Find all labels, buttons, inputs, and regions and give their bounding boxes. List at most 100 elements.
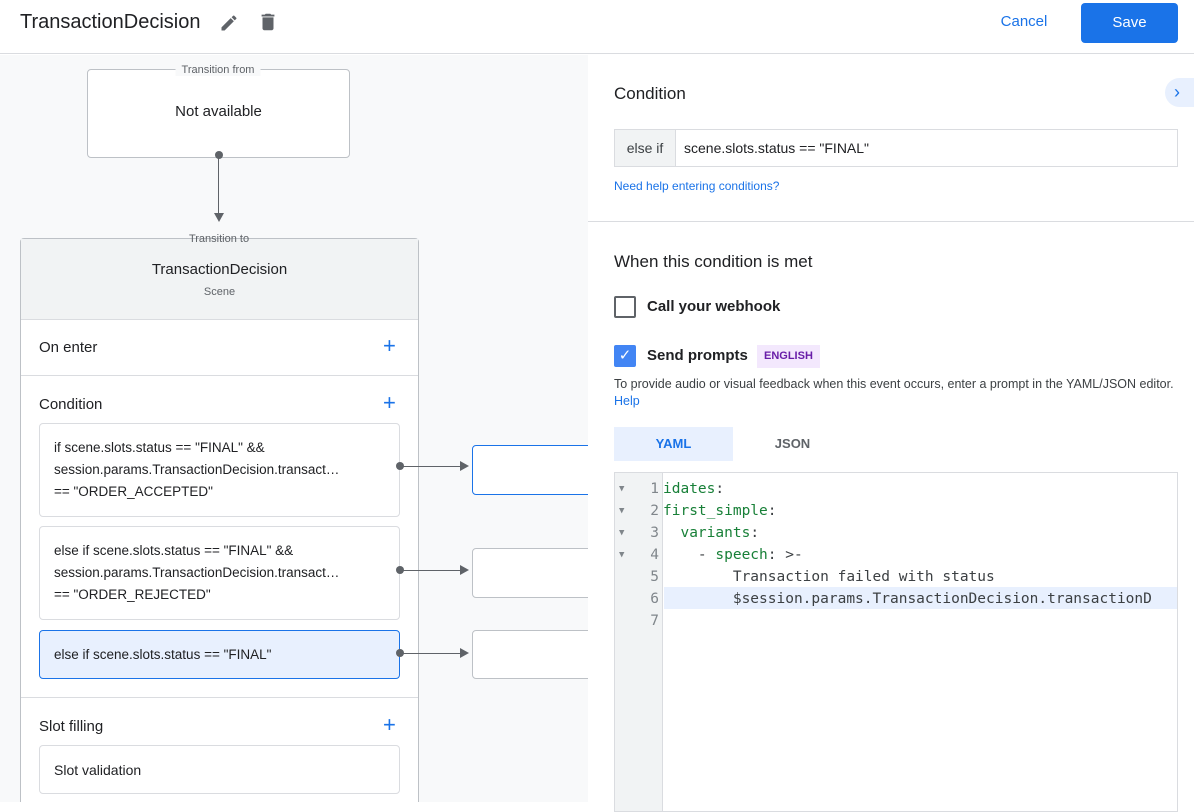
scene-card: [20, 238, 419, 802]
condition-text: session.params.TransactionDecision.trans…: [54, 462, 340, 477]
slot-filling-label: Slot filling: [39, 718, 104, 735]
transition-from-legend: Transition from: [175, 64, 261, 76]
code-indent: -: [663, 547, 716, 563]
code-key: variants: [680, 525, 751, 541]
condition-label: Condition: [39, 396, 103, 413]
arrow-icon: [460, 648, 469, 658]
code-indent: [663, 591, 733, 607]
cancel-button[interactable]: Cancel: [1000, 13, 1048, 30]
transition-target-box[interactable]: [472, 630, 588, 679]
connector-line: [218, 155, 219, 217]
code-key: speech: [715, 547, 768, 563]
slot-validation-card[interactable]: Slot validation: [39, 745, 400, 794]
page-title: TransactionDecision: [20, 11, 201, 33]
pencil-icon[interactable]: [219, 13, 239, 33]
transition-target-box[interactable]: [472, 445, 588, 495]
connector-line: [400, 570, 462, 571]
arrow-icon: [460, 565, 469, 575]
condition-card-selected[interactable]: else if scene.slots.status == "FINAL": [39, 630, 400, 679]
line-number: 1: [650, 481, 659, 497]
code-key: first_simple: [663, 503, 768, 519]
connector-dot: [215, 151, 223, 159]
code-line: Transaction failed with status: [663, 566, 995, 588]
condition-card[interactable]: if scene.slots.status == "FINAL" && sess…: [39, 423, 400, 517]
divider: [21, 697, 418, 698]
code-text: Transaction failed with status: [732, 569, 995, 585]
scene-type: Scene: [203, 286, 236, 298]
header: TransactionDecision Cancel Save: [0, 0, 1194, 54]
trash-icon[interactable]: [257, 11, 279, 33]
fold-arrow-icon[interactable]: ▼: [619, 484, 625, 494]
divider: [21, 375, 418, 376]
code-rest: : >-: [767, 547, 803, 563]
condition-card[interactable]: else if scene.slots.status == "FINAL" &&…: [39, 526, 400, 620]
transition-target-box[interactable]: [472, 548, 588, 598]
code-rest: :: [767, 503, 777, 519]
check-icon: ✓: [618, 347, 632, 364]
code-line: variants:: [663, 522, 759, 544]
condition-met-title: When this condition is met: [614, 252, 813, 271]
send-prompts-label: Send prompts: [647, 347, 748, 364]
code-text: $session.params.TransactionDecision.tran…: [732, 591, 1152, 607]
add-slot-icon[interactable]: +: [383, 712, 396, 737]
arrow-icon: [460, 461, 469, 471]
code-indent: [663, 569, 733, 585]
transition-to-legend: Transition to: [188, 233, 250, 245]
language-badge: ENGLISH: [757, 345, 820, 368]
help-link[interactable]: Help: [614, 394, 640, 408]
code-indent: [663, 525, 680, 541]
active-line-highlight: [664, 587, 1177, 609]
connector-line: [400, 653, 462, 654]
arrow-icon: [214, 213, 224, 222]
line-number: 6: [650, 591, 659, 607]
condition-text: == "ORDER_REJECTED": [54, 587, 211, 602]
transition-from-box[interactable]: [87, 69, 350, 158]
code-line: $session.params.TransactionDecision.tran…: [663, 588, 1152, 610]
condition-title: Condition: [614, 84, 686, 103]
fold-arrow-icon[interactable]: ▼: [619, 528, 625, 538]
save-button[interactable]: Save: [1081, 3, 1178, 43]
condition-text: else if scene.slots.status == "FINAL": [54, 647, 272, 662]
line-number: 4: [650, 547, 659, 563]
add-on-enter-icon[interactable]: +: [383, 333, 396, 358]
flow-canvas: Transition from Not available Transition…: [0, 55, 588, 802]
line-number: 3: [650, 525, 659, 541]
connector-line: [400, 466, 462, 467]
editor-gutter: [615, 473, 663, 811]
condition-input[interactable]: else if scene.slots.status == "FINAL": [614, 129, 1178, 167]
fold-arrow-icon[interactable]: ▼: [619, 550, 625, 560]
condition-panel: Condition › else if scene.slots.status =…: [588, 55, 1194, 812]
line-number: 2: [650, 503, 659, 519]
collapse-panel-button[interactable]: ›: [1165, 78, 1194, 107]
code-line: idates:: [663, 478, 724, 500]
slot-validation-label: Slot validation: [54, 762, 142, 778]
transition-from-value: Not available: [175, 103, 262, 120]
condition-prefix: else if: [615, 130, 676, 166]
send-prompts-checkbox[interactable]: ✓: [614, 345, 636, 367]
condition-value[interactable]: scene.slots.status == "FINAL": [684, 140, 870, 156]
on-enter-label: On enter: [39, 339, 98, 356]
description-text: To provide audio or visual feedback when…: [614, 377, 1174, 391]
divider: [588, 221, 1194, 222]
code-line: first_simple:: [663, 500, 777, 522]
fold-arrow-icon[interactable]: ▼: [619, 506, 625, 516]
webhook-checkbox[interactable]: [614, 296, 636, 318]
condition-text: session.params.TransactionDecision.trans…: [54, 565, 340, 580]
scene-header[interactable]: [21, 239, 418, 320]
code-key: idates: [663, 481, 716, 497]
tab-json[interactable]: JSON: [774, 436, 811, 451]
code-rest: :: [715, 481, 725, 497]
prompt-description: To provide audio or visual feedback when…: [614, 376, 1174, 410]
line-number: 7: [650, 613, 659, 629]
line-number: 5: [650, 569, 659, 585]
add-condition-icon[interactable]: +: [383, 390, 396, 415]
code-line: - speech: >-: [663, 544, 803, 566]
chevron-right-icon: ›: [1174, 82, 1180, 102]
tab-yaml[interactable]: YAML: [614, 427, 733, 461]
webhook-label: Call your webhook: [647, 298, 781, 315]
code-rest: :: [750, 525, 760, 541]
help-conditions-link[interactable]: Need help entering conditions?: [614, 179, 780, 193]
scene-name: TransactionDecision: [151, 261, 288, 278]
condition-text: if scene.slots.status == "FINAL" &&: [54, 440, 265, 455]
